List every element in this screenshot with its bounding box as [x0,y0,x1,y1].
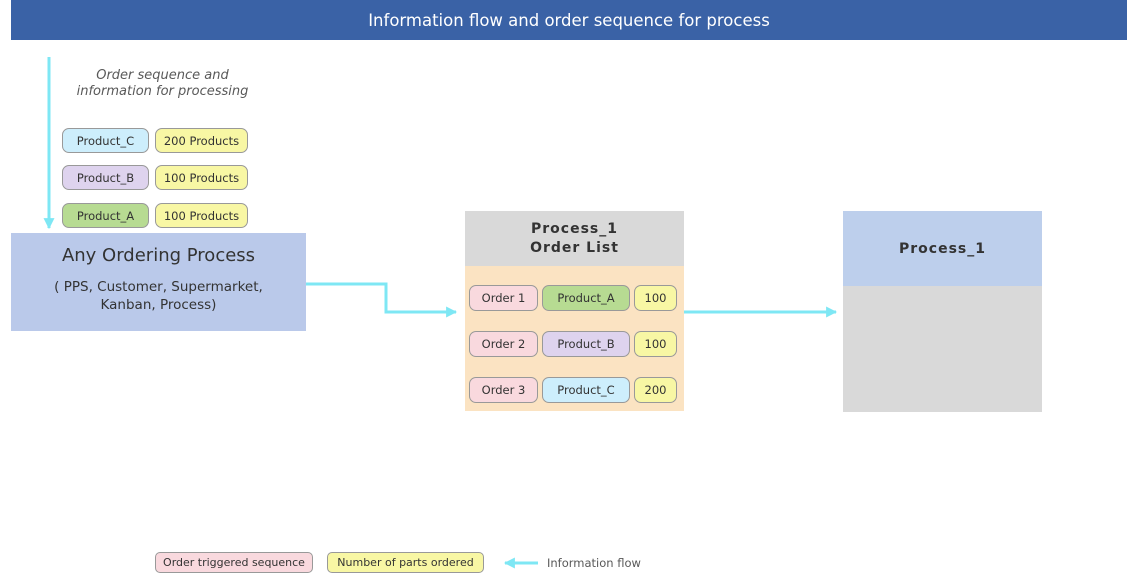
quantity-chip: 200 [634,377,677,403]
quantity-chip: 100 [634,331,677,357]
ordering-process-box: Any Ordering Process ( PPS, Customer, Su… [11,233,306,331]
legend-parts-ordered-chip: Number of parts ordered [327,552,484,573]
order-chip: Order 1 [469,285,538,311]
annotation-line-2: information for processing [76,84,249,100]
product-label: Product_A [76,208,135,223]
product-chip: Product_A [542,285,630,311]
incoming-product-chip-b: Product_B [62,165,149,190]
legend-order-sequence-label: Order triggered sequence [163,556,305,569]
process-box-body [843,286,1042,412]
order-list-title-line-1: Process_1 [531,221,618,238]
order-label: Order 2 [481,337,526,351]
annotation-line-1: Order sequence and [96,68,229,83]
incoming-quantity-chip-c: 200 Products [155,128,248,153]
incoming-product-chip-a: Product_A [62,203,149,228]
order-list-header: Process_1 Order List [465,211,684,266]
ordering-process-subtitle: ( PPS, Customer, Supermarket, Kanban, Pr… [11,278,306,314]
process-box-header: Process_1 [843,211,1042,286]
incoming-product-chip-c: Product_C [62,128,149,153]
diagram-title: Information flow and order sequence for … [368,10,770,30]
product-label: Product_C [76,133,135,148]
legend-information-flow-label: Information flow [547,556,641,570]
quantity-label: 100 Products [163,170,240,185]
legend-parts-ordered-label: Number of parts ordered [337,556,474,569]
quantity-label: 200 [644,383,667,397]
product-chip: Product_C [542,377,630,403]
order-label: Order 1 [481,291,526,305]
order-list-title-line-2: Order List [530,239,619,256]
quantity-label: 100 [644,291,667,305]
product-label: Product_C [557,383,615,397]
product-label: Product_A [557,291,615,305]
product-label: Product_B [557,337,615,351]
quantity-label: 100 [644,337,667,351]
order-chip: Order 2 [469,331,538,357]
process-box: Process_1 [843,211,1042,412]
process-title: Process_1 [899,240,986,257]
order-list-table: Process_1 Order List Order 1 Product_A 1… [465,211,684,411]
subtitle-line-1: ( PPS, Customer, Supermarket, [54,279,263,295]
quantity-label: 200 Products [163,133,240,148]
product-chip: Product_B [542,331,630,357]
subtitle-line-2: Kanban, Process) [100,297,217,314]
legend-order-sequence-chip: Order triggered sequence [155,552,313,573]
incoming-quantity-chip-b: 100 Products [155,165,248,190]
diagram-title-bar: Information flow and order sequence for … [11,0,1127,40]
order-chip: Order 3 [469,377,538,403]
quantity-chip: 100 [634,285,677,311]
incoming-quantity-chip-a: 100 Products [155,203,248,228]
product-label: Product_B [76,170,135,185]
flow-arrow-to-order-list-icon [306,282,458,318]
ordering-process-title: Any Ordering Process [61,245,256,266]
annotation-order-sequence: Order sequence and information for proce… [40,68,285,101]
order-label: Order 3 [481,383,526,397]
quantity-label: 100 Products [163,208,240,223]
